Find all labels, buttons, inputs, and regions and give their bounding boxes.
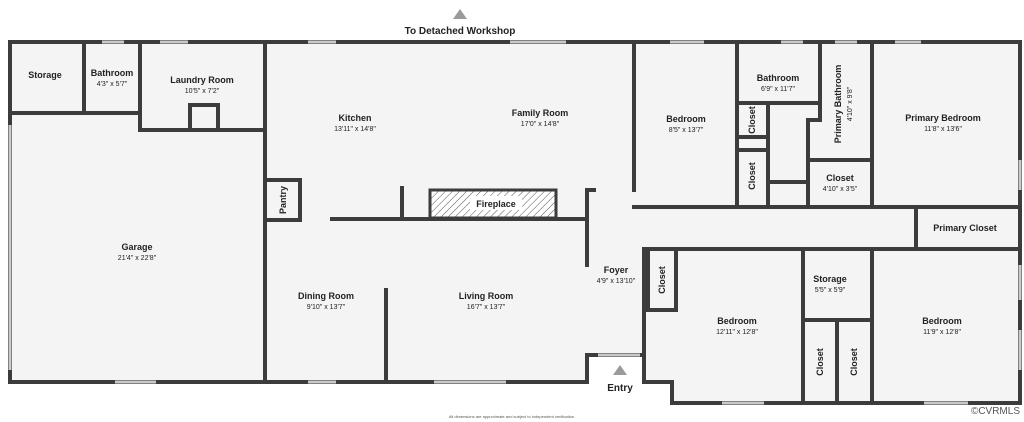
- room-name-primary-bed: Primary Bedroom: [905, 113, 981, 123]
- room-name-bedroom-s1: Bedroom: [717, 316, 757, 326]
- fireplace-label-bg: [470, 196, 522, 210]
- room-dims-dining: 9'10" x 13'7": [307, 304, 346, 311]
- room-name-bedroom-s2: Bedroom: [922, 316, 962, 326]
- room-name-closet-c: Closet: [826, 173, 854, 183]
- room-dims-bedroom-ne: 8'5" x 13'7": [669, 127, 704, 134]
- room-name-closet-foyer: Closet: [657, 266, 667, 294]
- room-dims-bedroom-s1: 12'11" x 12'8": [716, 329, 758, 336]
- room-dims-bathroom-nw: 4'3" x 5'7": [97, 81, 128, 88]
- fireplace-label: Fireplace: [476, 199, 516, 209]
- room-dims-kitchen: 13'11" x 14'8": [334, 126, 376, 133]
- entry-arrow-icon: [613, 365, 627, 375]
- floor-area: [10, 42, 1020, 403]
- room-name-closet-b: Closet: [747, 162, 757, 190]
- room-name-storage-se: Storage: [813, 274, 847, 284]
- entry-label: Entry: [607, 383, 633, 394]
- room-name-closet-a: Closet: [747, 106, 757, 134]
- room-dims-garage: 21'4" x 22'8": [118, 255, 157, 262]
- workshop-label: To Detached Workshop: [405, 26, 516, 37]
- room-name-closet-s1: Closet: [815, 348, 825, 376]
- room-dims-living: 16'7" x 13'7": [467, 304, 506, 311]
- room-dims-primary-bath: 4'10" x 9'8": [847, 86, 854, 121]
- room-name-bathroom-ne: Bathroom: [757, 73, 800, 83]
- room-dims-laundry: 10'5" x 7'2": [185, 88, 220, 95]
- room-dims-storage-se: 5'5" x 5'9": [815, 287, 846, 294]
- windows: [8, 40, 1022, 405]
- room-dims-closet-c: 4'10" x 3'5": [823, 186, 858, 193]
- room-name-foyer: Foyer: [604, 265, 629, 275]
- room-name-primary-closet: Primary Closet: [933, 223, 997, 233]
- room-name-family: Family Room: [512, 108, 569, 118]
- room-name-kitchen: Kitchen: [338, 113, 371, 123]
- disclaimer-text: All dimensions are approximate and subje…: [449, 414, 575, 419]
- room-name-primary-bath: Primary Bathroom: [833, 65, 843, 144]
- room-labels: Storage Bathroom 4'3" x 5'7" Laundry Roo…: [28, 65, 997, 376]
- room-name-pantry: Pantry: [278, 186, 288, 214]
- room-dims-family: 17'0" x 14'8": [521, 121, 560, 128]
- room-name-bedroom-ne: Bedroom: [666, 114, 706, 124]
- room-name-storage-nw: Storage: [28, 70, 62, 80]
- room-name-laundry: Laundry Room: [170, 75, 234, 85]
- room-name-bathroom-nw: Bathroom: [91, 68, 134, 78]
- room-name-dining: Dining Room: [298, 291, 354, 301]
- room-dims-foyer: 4'9" x 13'10": [597, 278, 636, 285]
- room-dims-bathroom-ne: 6'9" x 11'7": [761, 86, 795, 93]
- room-name-living: Living Room: [459, 291, 514, 301]
- room-dims-primary-bed: 11'8" x 13'6": [924, 126, 962, 133]
- up-arrow-icon: [453, 9, 467, 19]
- room-dims-bedroom-s2: 11'9" x 12'8": [923, 329, 961, 336]
- room-name-garage: Garage: [121, 242, 152, 252]
- room-name-closet-s2: Closet: [849, 348, 859, 376]
- brand-watermark: ©CVRMLS: [971, 406, 1020, 417]
